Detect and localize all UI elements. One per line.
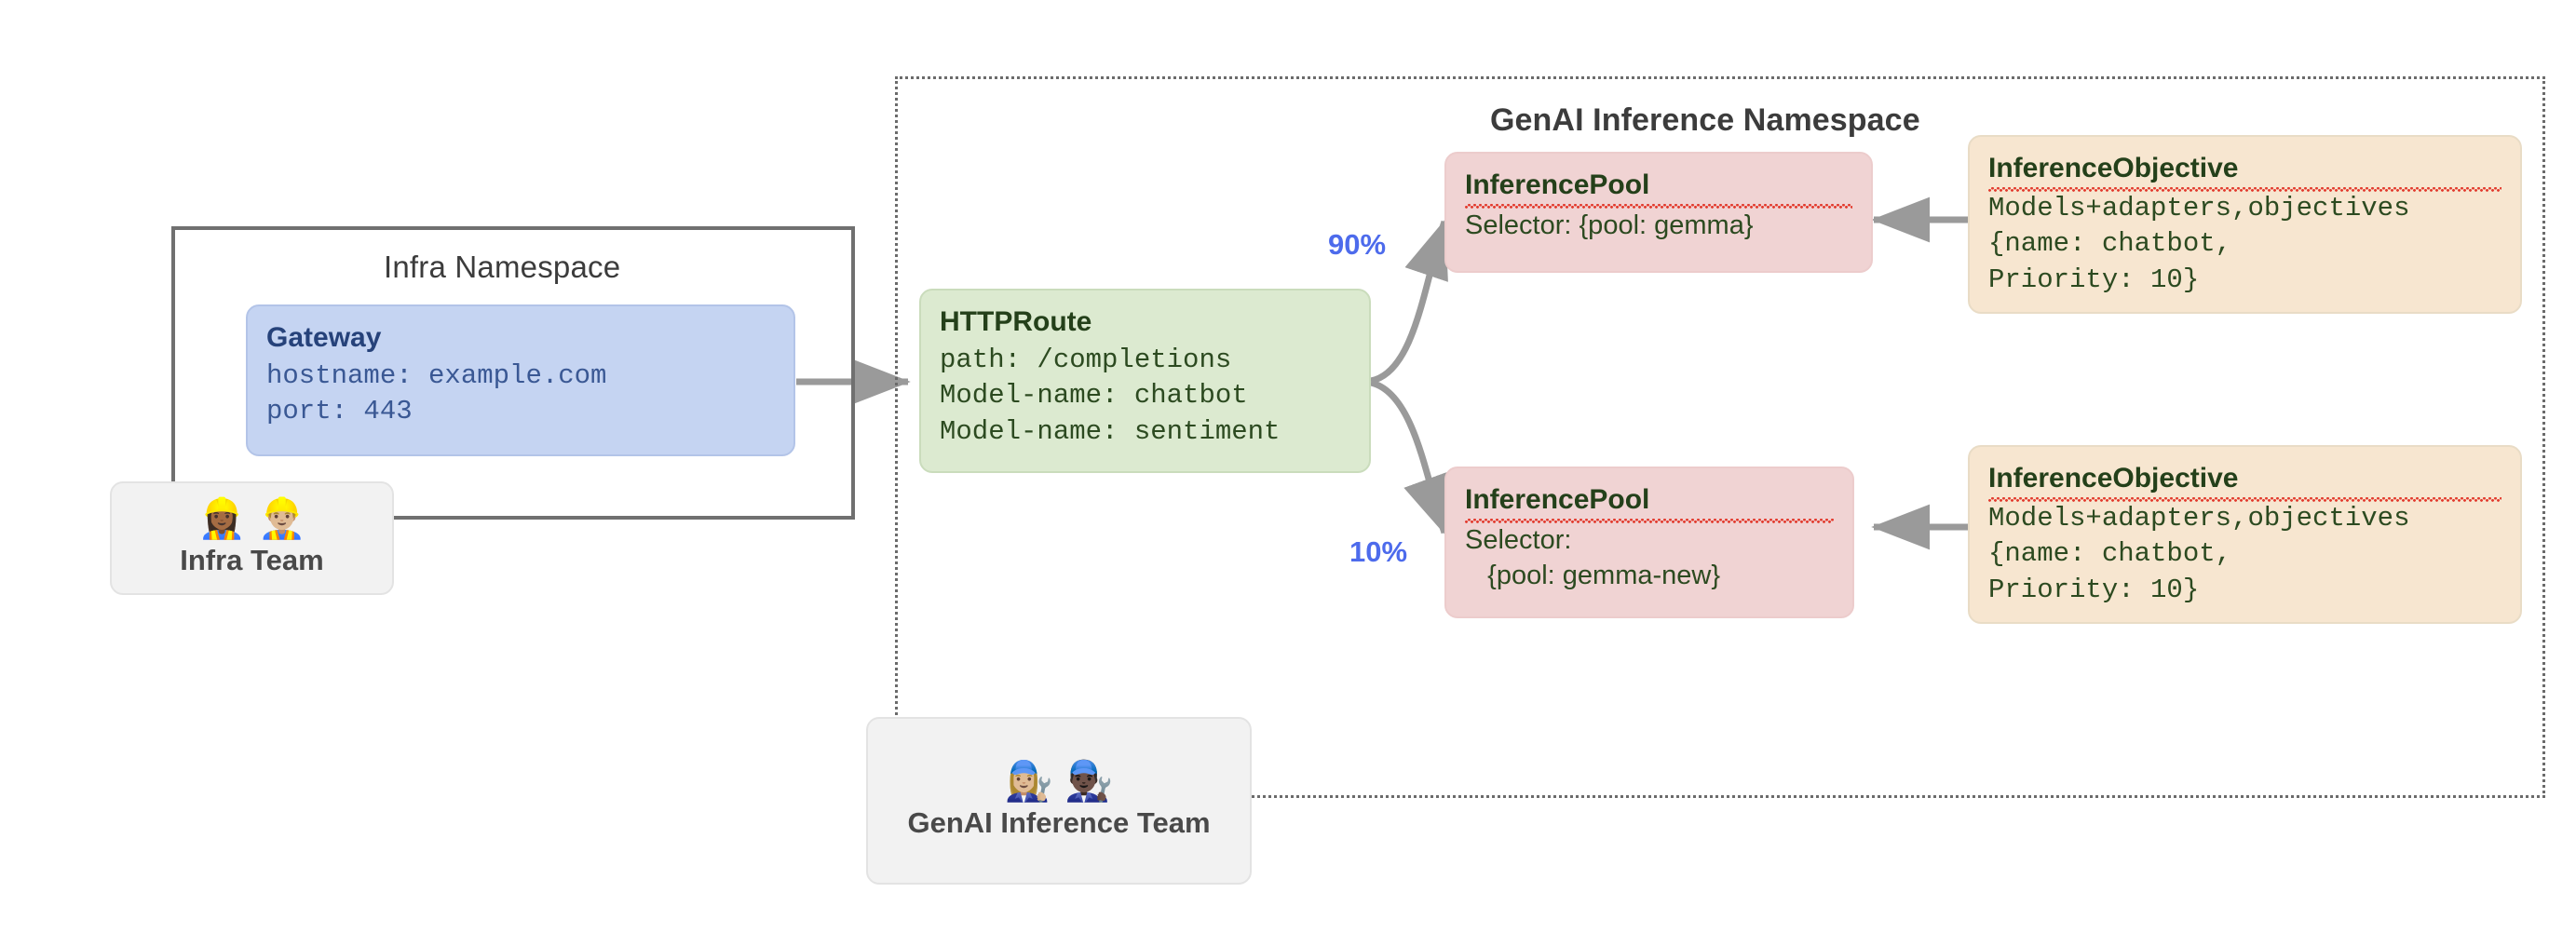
weight-label-10: 10% bbox=[1349, 535, 1408, 568]
infra-namespace-label: Infra Namespace bbox=[384, 250, 621, 284]
gateway-port-line: port: 443 bbox=[266, 396, 413, 427]
httproute-model-sentiment-line: Model-name: sentiment bbox=[940, 416, 1281, 448]
gateway-card[interactable]: Gateway hostname: example.com port: 443 bbox=[246, 304, 795, 456]
httproute-title: HTTPRoute bbox=[940, 306, 1092, 337]
inferenceobjective-bottom-models-line: Models+adapters,objectives bbox=[1988, 502, 2410, 534]
infra-team-label: Infra Team bbox=[180, 544, 324, 576]
infra-namespace-boundary bbox=[171, 226, 855, 520]
inferenceobjective-card-bottom[interactable]: InferenceObjective Models+adapters,objec… bbox=[1968, 445, 2522, 624]
weight-label-90: 90% bbox=[1328, 228, 1387, 261]
inferenceobjective-bottom-priority-line: Priority: 10} bbox=[1988, 575, 2200, 606]
genai-inference-team-label: GenAI Inference Team bbox=[907, 806, 1211, 839]
inferencepool-card-gemma-new[interactable]: InferencePool Selector: {pool: gemma-new… bbox=[1444, 466, 1854, 618]
inferenceobjective-bottom-name-line: {name: chatbot, bbox=[1988, 538, 2232, 570]
httproute-path-line: path: /completions bbox=[940, 344, 1232, 375]
infra-team-avatars: 👷🏾‍♀️👷🏼‍♂️ bbox=[197, 496, 318, 540]
inferencepool-gemma-selector-line: Selector: {pool: gemma} bbox=[1465, 210, 1754, 240]
genai-inference-namespace-boundary bbox=[895, 76, 2545, 798]
inferencepool-gemma-new-selector-line: Selector: bbox=[1465, 524, 1572, 555]
genai-inference-team-avatars: 👩🏼‍🔧👨🏿‍🔧 bbox=[1004, 759, 1125, 803]
inferencepool-gemma-title: InferencePool bbox=[1465, 167, 1852, 209]
infra-team-chip[interactable]: 👷🏾‍♀️👷🏼‍♂️ Infra Team bbox=[110, 481, 394, 595]
inferencepool-card-gemma[interactable]: InferencePool Selector: {pool: gemma} bbox=[1444, 152, 1873, 273]
gateway-hostname-line: hostname: example.com bbox=[266, 359, 607, 391]
inferenceobjective-bottom-title: InferenceObjective bbox=[1988, 460, 2501, 502]
inferencepool-gemma-new-title: InferencePool bbox=[1465, 481, 1834, 523]
inferencepool-gemma-new-selector-value: {pool: gemma-new} bbox=[1465, 561, 1721, 591]
inferenceobjective-top-name-line: {name: chatbot, bbox=[1988, 228, 2232, 260]
httproute-model-chatbot-line: Model-name: chatbot bbox=[940, 380, 1248, 412]
inferenceobjective-card-top[interactable]: InferenceObjective Models+adapters,objec… bbox=[1968, 135, 2522, 314]
inferenceobjective-top-models-line: Models+adapters,objectives bbox=[1988, 192, 2410, 223]
inferenceobjective-top-title: InferenceObjective bbox=[1988, 150, 2501, 192]
httproute-card[interactable]: HTTPRoute path: /completions Model-name:… bbox=[919, 289, 1371, 473]
genai-inference-namespace-label: GenAI Inference Namespace bbox=[1490, 102, 1920, 138]
gateway-title: Gateway bbox=[266, 322, 382, 353]
inferenceobjective-top-priority-line: Priority: 10} bbox=[1988, 264, 2200, 296]
genai-inference-team-chip[interactable]: 👩🏼‍🔧👨🏿‍🔧 GenAI Inference Team bbox=[866, 717, 1252, 885]
